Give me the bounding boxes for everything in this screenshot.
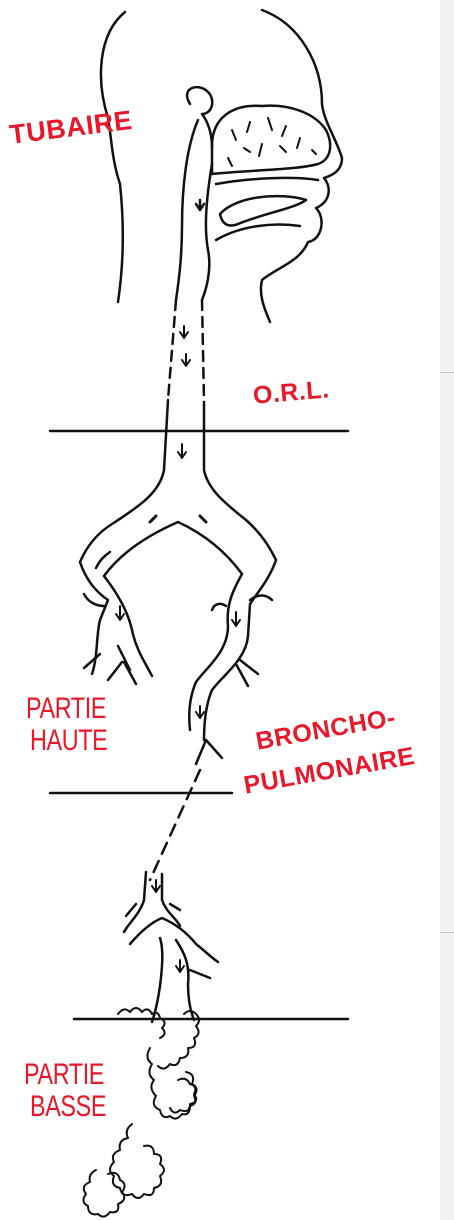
label-orl: O.R.L. [252,377,330,409]
trachea-arrow-3 [178,444,186,458]
label-bronchopulmonaire-clip: BRONCHO- PULMONAIRE [240,700,440,820]
pharynx-left [176,120,198,300]
mouth-floor [216,225,300,240]
lower-bifurcation [130,918,196,944]
trachea-right [204,402,276,560]
bronchus-mark-2 [200,516,206,522]
head-outline [101,12,125,302]
lower-duct-left [152,938,162,1022]
right-stub-3 [236,660,258,686]
label-partie-haute-line1: PARTIE [26,694,106,724]
alveoli-side [170,1079,196,1113]
lower-duct-right [176,940,194,1020]
label-partie-basse-line2: BASSE [30,1092,106,1122]
nasal-cavity [212,106,330,174]
trachea-dashed-left [168,300,176,400]
right-arrow [232,612,240,626]
alveoli-upper [118,1008,199,1069]
lower-bronchiole-left [124,872,146,932]
right-fork-low [196,740,222,764]
pharynx-arrow [196,200,204,210]
left-fork [108,662,136,684]
trachea-left [80,400,168,562]
palate [216,178,318,184]
lower-dashed-link [150,770,200,880]
bronchus-mark-1 [150,516,156,522]
trachea-dashed-right [202,300,204,402]
bronchus-left-inner [96,552,110,568]
trachea-arrow-1 [180,326,188,338]
alveoli-tail [83,1170,124,1217]
label-partie-basse-line1: PARTIE [24,1060,104,1090]
right-branch-inner [189,574,242,730]
trachea-arrow-2 [182,354,190,366]
left-branch-outer [80,562,108,674]
left-branch-inner [104,576,152,676]
nasal-marks [228,118,316,166]
right-arrow-2 [196,706,204,718]
lower-arrow [152,880,160,892]
lower-arrow-2 [176,960,184,972]
left-arrow [116,606,124,620]
alveoli-lower [110,1124,164,1198]
lower-side-branch [190,944,218,978]
label-partie-haute-line2: HAUTE [30,726,107,756]
pharynx-right [202,164,212,300]
right-stub-2 [212,604,226,610]
carina [104,522,242,576]
left-stub-2 [84,654,100,668]
tongue [220,196,306,225]
